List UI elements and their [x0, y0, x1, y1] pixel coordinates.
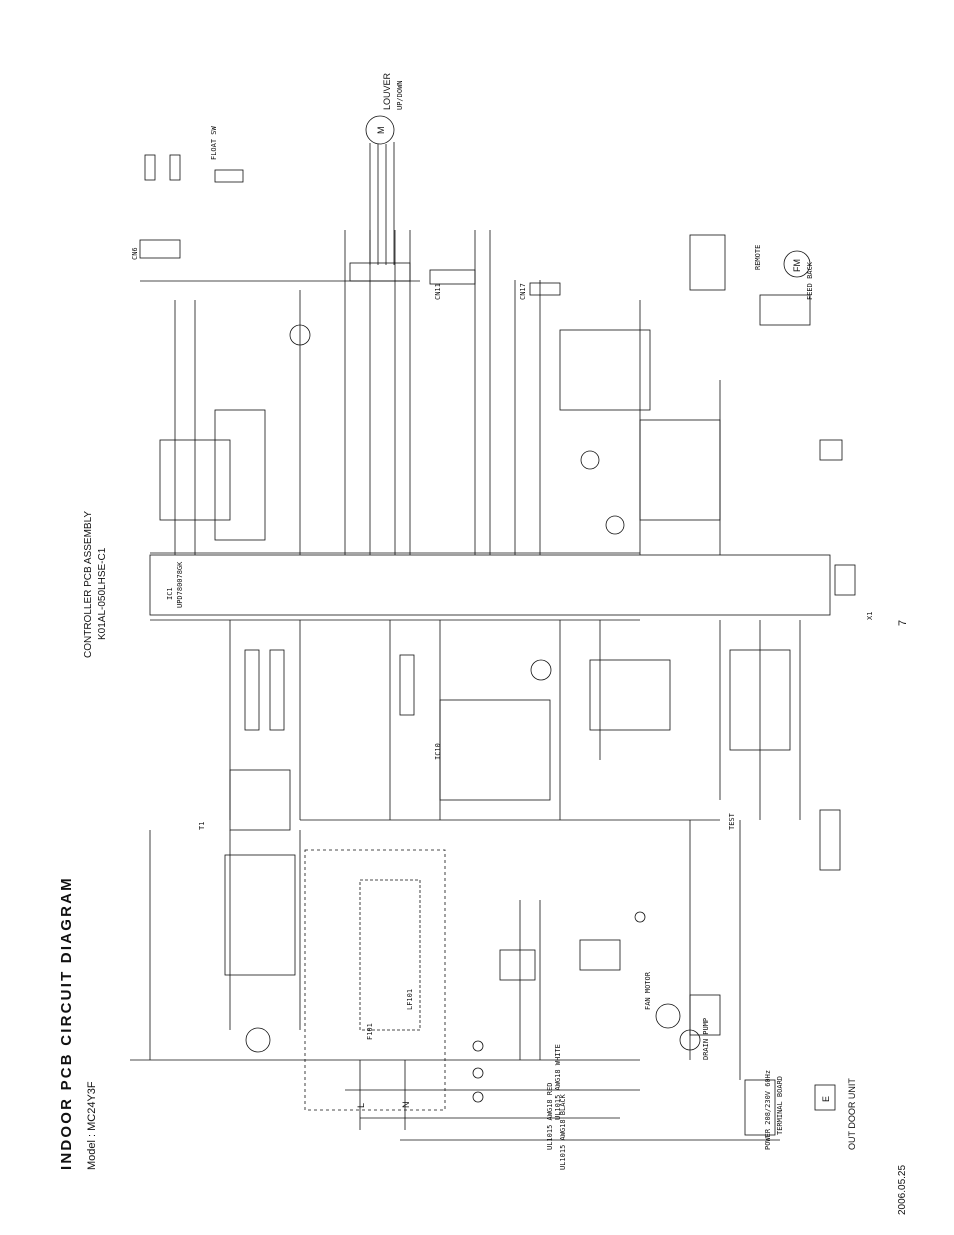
line-l-label: L [356, 1103, 366, 1108]
cn6-label: CN6 [131, 247, 139, 260]
line-filter-label: LF101 [406, 989, 414, 1010]
wire-red-label: UL1015 AWG18 RED [546, 1083, 554, 1150]
ic10-label: IC10 [434, 743, 442, 760]
float-switch-label: FLOAT SW [210, 125, 218, 160]
fan-motor-label: FAN MOTOR [644, 971, 652, 1010]
fuse-label: F101 [366, 1023, 374, 1040]
ic1-part-label: UPD780078GK [176, 561, 184, 608]
remote-label: REMOTE [754, 245, 762, 270]
wire-black-label: UL1015 AWG18 BLACK [559, 1093, 567, 1170]
cn17-label: CN17 [519, 283, 527, 300]
neutral-n-label: N [401, 1102, 411, 1109]
ic1-label: IC1 [166, 587, 174, 600]
feed-back-label: FEED BACK [806, 261, 814, 300]
power-label: POWER 208/230V 60Hz [764, 1070, 772, 1150]
terminal-board-label: TERMINAL BOARD [776, 1076, 784, 1135]
louver-sub-label: UP/DOWN [396, 80, 404, 110]
earth-label: E [821, 1096, 831, 1102]
louver-motor-symbol: M [376, 127, 386, 135]
transformer-label: T1 [198, 822, 206, 830]
fan-motor-symbol: FM [792, 259, 802, 272]
test-label: TEST [728, 812, 736, 830]
wire-white-label: UL1015 AWG18 WHITE [554, 1044, 562, 1120]
louver-label: LOUVER [382, 72, 392, 110]
ic1-block [149, 554, 831, 616]
x1-label: X1 [866, 612, 874, 620]
cn11-label: CN11 [434, 283, 442, 300]
drain-pump-label: DRAIN PUMP [702, 1018, 710, 1060]
outdoor-unit-label: OUT DOOR UNIT [847, 1078, 857, 1150]
